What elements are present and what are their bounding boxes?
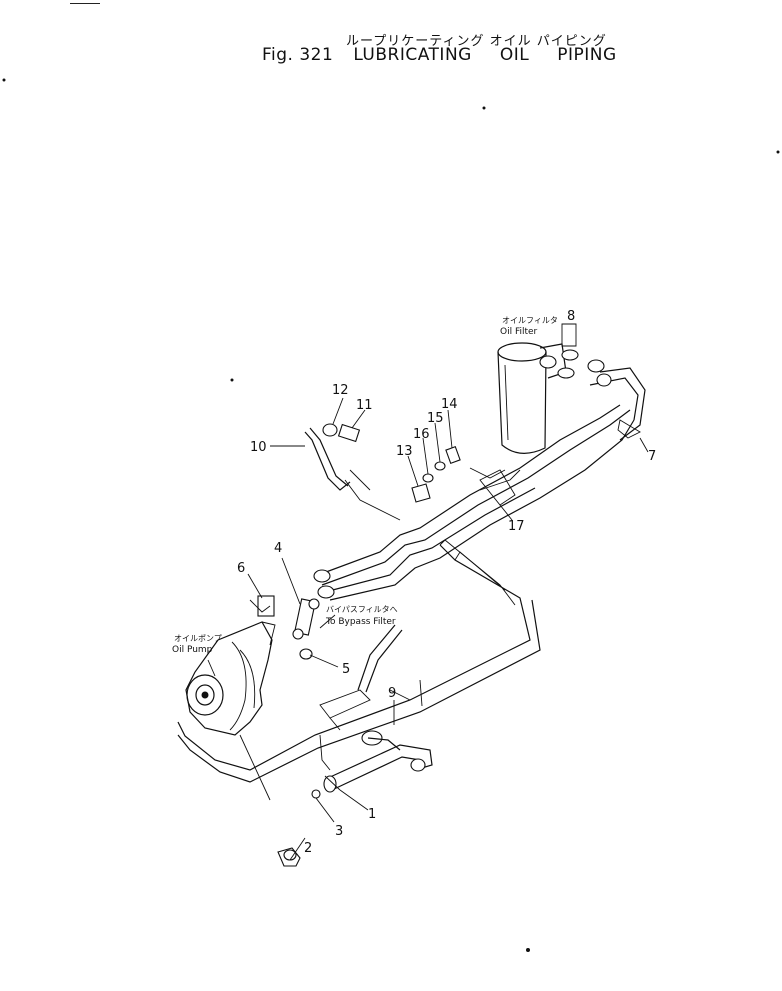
callout-2: 2 [304, 841, 312, 856]
clamp-6 [249, 595, 275, 617]
page-header: ループリケーティング オイル パイピング Fig. 321 LUBRICATING… [0, 0, 782, 70]
callout-7: 7 [648, 449, 656, 464]
callout-6: 6 [237, 561, 245, 576]
oil-filter-label-ja: オイルフィルタ [502, 316, 558, 325]
callout-14: 14 [441, 397, 458, 412]
callout-4: 4 [274, 541, 282, 556]
main-hoses [317, 367, 646, 601]
callout-8: 8 [567, 309, 575, 324]
bypass-hose [357, 624, 403, 693]
bypass-label-en: To Bypass Filter [325, 617, 396, 627]
callout-9: 9 [388, 686, 396, 701]
bypass-label-ja: バイパスフィルタへ [326, 605, 398, 614]
figure-number: Fig. 321 [262, 45, 334, 65]
oil-filter-label-en: Oil Filter [500, 327, 538, 337]
fitting-2-3 [277, 789, 321, 867]
callout-10: 10 [250, 440, 267, 455]
oil-pan [177, 539, 541, 783]
title-english: Fig. 321 LUBRICATING OIL PIPING [262, 45, 617, 65]
callout-16: 16 [413, 427, 430, 442]
callout-13: 13 [396, 444, 413, 459]
callout-12: 12 [332, 383, 349, 398]
callout-17: 17 [508, 519, 525, 534]
part-notes: オイルフィルタ Oil Filter オイルポンプ Oil Pump バイパスフ… [172, 316, 558, 655]
lower-pipe [323, 730, 433, 793]
hose-fittings [292, 569, 335, 660]
clamp-13 [411, 446, 461, 503]
corner-mark [70, 3, 100, 4]
oil-pump [185, 621, 276, 736]
title-word-2: OIL [499, 45, 530, 65]
oil-pump-label-ja: オイルポンプ [174, 634, 222, 643]
callout-5: 5 [342, 662, 350, 677]
scan-marks [2, 78, 780, 952]
callout-11: 11 [356, 398, 373, 413]
oil-filter [497, 342, 612, 454]
title-word-3: PIPING [557, 45, 617, 65]
title-japanese: ループリケーティング オイル パイピング [346, 34, 607, 49]
callout-numbers: 1 2 3 4 5 6 7 8 9 10 11 12 13 14 15 16 1… [237, 309, 656, 856]
title-word-1: LUBRICATING [353, 45, 472, 65]
bracket-10 [304, 423, 401, 521]
callout-3: 3 [335, 824, 343, 839]
callout-1: 1 [368, 807, 376, 822]
callout-15: 15 [427, 411, 444, 426]
oil-pump-label-en: Oil Pump [172, 645, 213, 655]
leader-lines [207, 323, 649, 861]
